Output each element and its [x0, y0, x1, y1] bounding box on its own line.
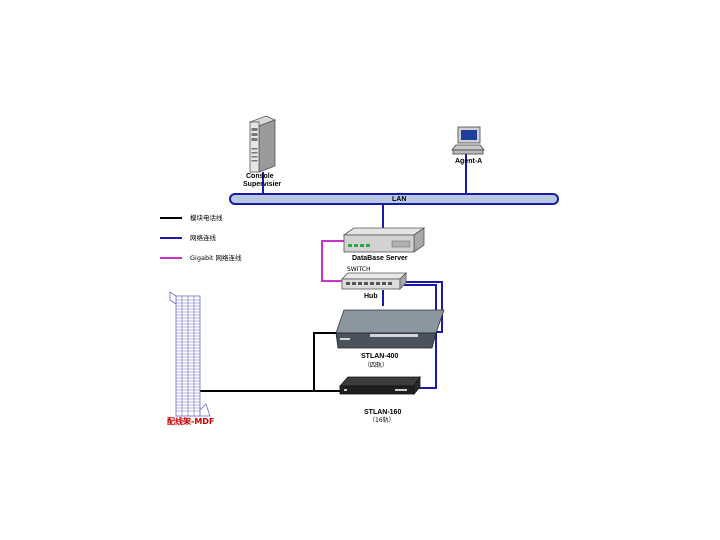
legend: 模块电话线 网络连线 Gigabit 网络连线 [160, 213, 242, 262]
hub-stlan400-link [404, 281, 443, 333]
stlan160-label: STLAN-160 [364, 409, 401, 416]
database-hub-gigabit-link [321, 240, 344, 282]
connections [200, 150, 467, 392]
mdf-node[interactable]: 配线架-MDF [167, 291, 214, 426]
legend-label-gigabit: Gigabit 网络连线 [190, 253, 242, 262]
distribution-frame-icon [169, 291, 211, 417]
legend-label-network: 网络连线 [190, 233, 217, 242]
legend-label-telephone: 模块电话线 [190, 213, 223, 222]
console-label-line2: Supervisier [243, 181, 281, 188]
hub-top-label: SWITCH [347, 266, 371, 273]
hub-node[interactable]: SWITCH Hub [341, 266, 407, 300]
server-tower-icon [248, 115, 277, 173]
stlan-160-node[interactable]: STLAN-160 （16轨） [339, 375, 421, 424]
stlan-400-device-icon [335, 309, 445, 349]
lan-bus: LAN [229, 193, 559, 205]
mdf-label: 配线架-MDF [167, 416, 214, 426]
stlan400-sublabel: （四轨） [364, 361, 388, 369]
stlan160-sublabel: （16轨） [369, 416, 395, 424]
console-label-line1: Console [246, 173, 274, 180]
lan-bus-pipe [229, 193, 559, 205]
agent-label: Agent-A [455, 158, 482, 165]
desktop-computer-icon [451, 126, 485, 155]
stlan-160-device-icon [339, 375, 421, 396]
hub-label: Hub [364, 293, 378, 300]
network-switch-icon [341, 272, 407, 290]
lan-label: LAN [392, 196, 406, 203]
console-supervisier-node[interactable]: Console Supervisier [243, 115, 281, 188]
database-server-icon [342, 227, 426, 253]
mdf-stlan400-phone-link [313, 332, 340, 391]
hub-stlan160-link [404, 284, 437, 389]
agent-a-node[interactable]: Agent-A [451, 126, 485, 165]
database-label: DataBase Server [352, 255, 408, 262]
stlan-400-node[interactable]: STLAN-400 （四轨） [335, 309, 445, 369]
database-server-node[interactable]: DataBase Server [342, 227, 426, 262]
stlan400-label: STLAN-400 [361, 353, 398, 360]
